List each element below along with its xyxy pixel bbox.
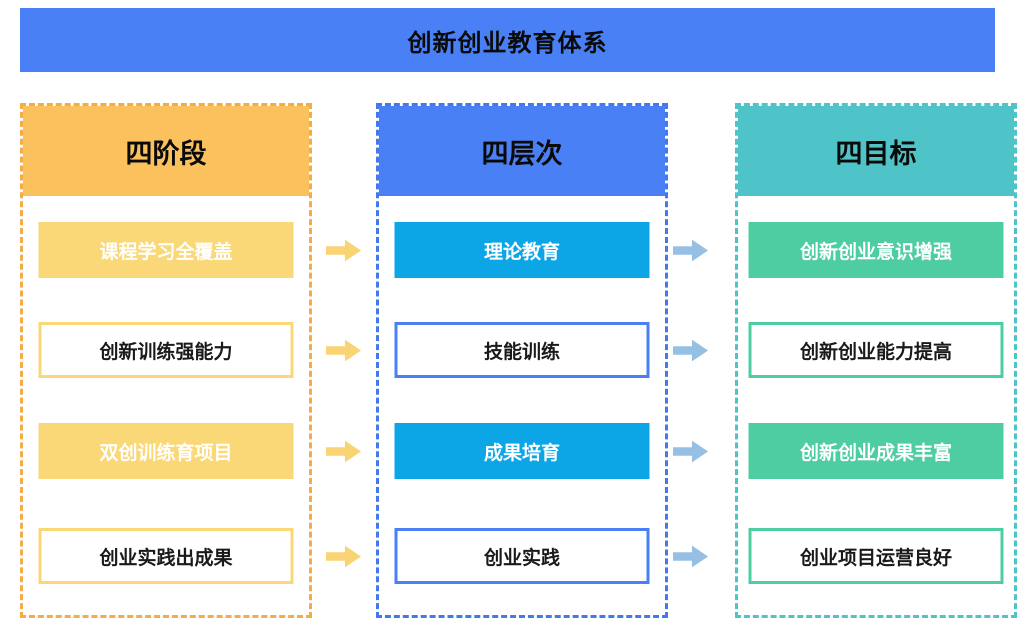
level-box-theory-education: 理论教育 bbox=[394, 222, 650, 278]
column-goals-header: 四目标 bbox=[738, 106, 1014, 196]
stage-box-practice-results: 创业实践出成果 bbox=[38, 528, 294, 584]
goal-box-projects-well-run: 创业项目运营良好 bbox=[748, 528, 1004, 584]
right-arrow-icon bbox=[673, 338, 709, 363]
right-arrow-icon bbox=[326, 238, 362, 263]
stage-box-innovation-training: 创新训练强能力 bbox=[38, 322, 294, 378]
right-arrow-icon bbox=[326, 544, 362, 569]
right-arrow-icon bbox=[326, 338, 362, 363]
title-banner: 创新创业教育体系 bbox=[20, 8, 995, 72]
level-box-result-cultivation: 成果培育 bbox=[394, 423, 650, 479]
right-arrow-icon bbox=[673, 439, 709, 464]
right-arrow-icon bbox=[673, 238, 709, 263]
right-arrow-icon bbox=[326, 439, 362, 464]
page-title: 创新创业教育体系 bbox=[407, 29, 608, 57]
column-levels-header: 四层次 bbox=[379, 106, 665, 196]
level-box-entrepreneurship-practice: 创业实践 bbox=[394, 528, 650, 584]
goal-box-awareness-enhanced: 创新创业意识增强 bbox=[748, 222, 1004, 278]
goal-box-results-abundant: 创新创业成果丰富 bbox=[748, 423, 1004, 479]
stage-box-course-coverage: 课程学习全覆盖 bbox=[38, 222, 294, 278]
column-levels: 四层次 理论教育 技能训练 成果培育 创业实践 bbox=[376, 103, 668, 618]
stage-box-dual-training: 双创训练育项目 bbox=[38, 423, 294, 479]
level-box-skill-training: 技能训练 bbox=[394, 322, 650, 378]
column-goals: 四目标 创新创业意识增强 创新创业能力提高 创新创业成果丰富 创业项目运营良好 bbox=[735, 103, 1017, 618]
column-stages: 四阶段 课程学习全覆盖 创新训练强能力 双创训练育项目 创业实践出成果 bbox=[20, 103, 312, 618]
goal-box-ability-improved: 创新创业能力提高 bbox=[748, 322, 1004, 378]
right-arrow-icon bbox=[673, 544, 709, 569]
column-stages-header: 四阶段 bbox=[23, 106, 309, 196]
